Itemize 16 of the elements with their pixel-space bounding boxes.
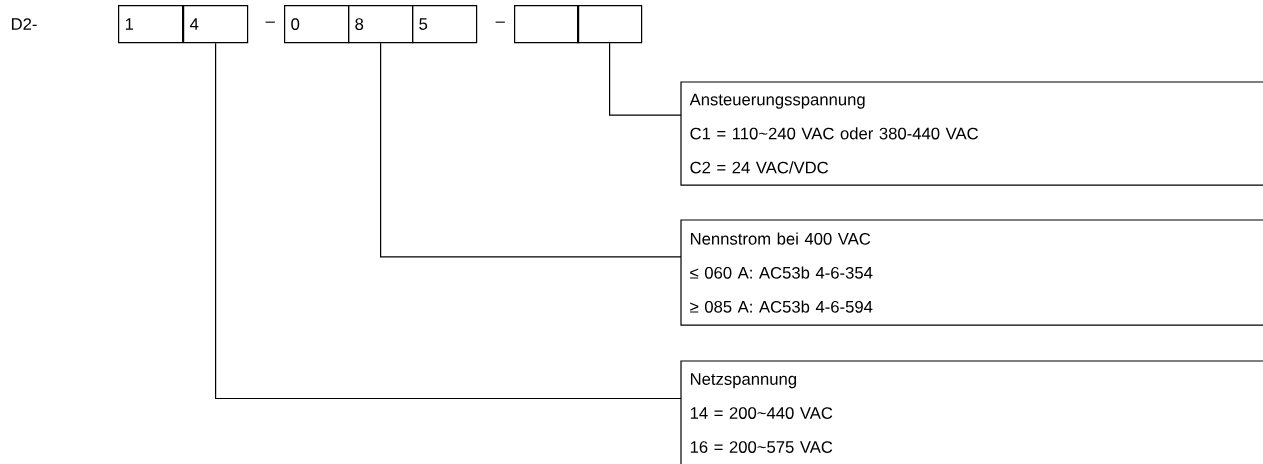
code-cell: 1 (118, 5, 184, 44)
description-box: Nennstrom bei 400 VAC ≤ 060 A: AC53b 4-6-354 ≥ 085 A: AC53b 4-6-594 (680, 219, 1263, 326)
code-cell: 8 (348, 5, 414, 44)
leader-line (215, 42, 682, 400)
leader-line (609, 42, 682, 116)
empty-cell (514, 5, 580, 44)
description-box: Ansteuerungsspannung C1 = 110~240 VAC oder 380-440 VAC C2 = 24 VAC/VDC (680, 81, 1263, 186)
leader-line (380, 42, 682, 258)
empty-cell (577, 5, 643, 44)
separator-dash: – (495, 21, 505, 23)
code-cell: 0 (284, 5, 350, 44)
code-cell: 4 (183, 5, 249, 44)
description-box: Netzspannung 14 = 200~440 VAC 16 = 200~575 VAC (680, 360, 1263, 464)
separator-dash: – (265, 21, 275, 23)
code-cell: 5 (412, 5, 478, 44)
code-prefix: D2- (11, 18, 37, 30)
